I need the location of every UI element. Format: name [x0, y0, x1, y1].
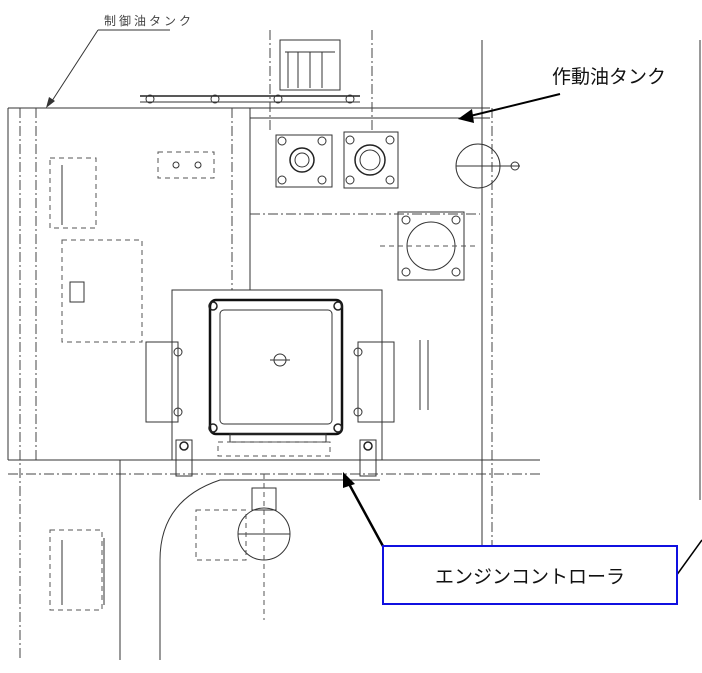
control-oil-tank-outline: [7, 107, 251, 660]
top-cap: [140, 39, 360, 104]
engine-controller-label: エンジンコントローラ: [434, 565, 625, 588]
square-flange: [380, 211, 475, 281]
center-lines: [250, 30, 480, 215]
control-oil-tank-label: 制御油タンク: [104, 14, 195, 28]
bottom-fitting: [195, 474, 291, 620]
hydraulic-oil-tank-label: 作動油タンク: [552, 66, 667, 88]
control-tank-leader: [46, 29, 170, 108]
callout-exit-line: [675, 539, 702, 577]
engine-controller-callout: エンジンコントローラ: [382, 545, 678, 605]
controller-mount-plate: [145, 289, 429, 461]
port-flange-left: [275, 134, 333, 188]
round-gauge: [455, 143, 520, 189]
engine-controller-unit: [208, 298, 344, 457]
port-flange-right: [343, 131, 399, 189]
fittings: [49, 151, 215, 343]
engine-controller-arrow: [343, 472, 386, 549]
mounting-feet: [175, 439, 377, 477]
hydraulic-tank-arrow: [458, 93, 561, 123]
